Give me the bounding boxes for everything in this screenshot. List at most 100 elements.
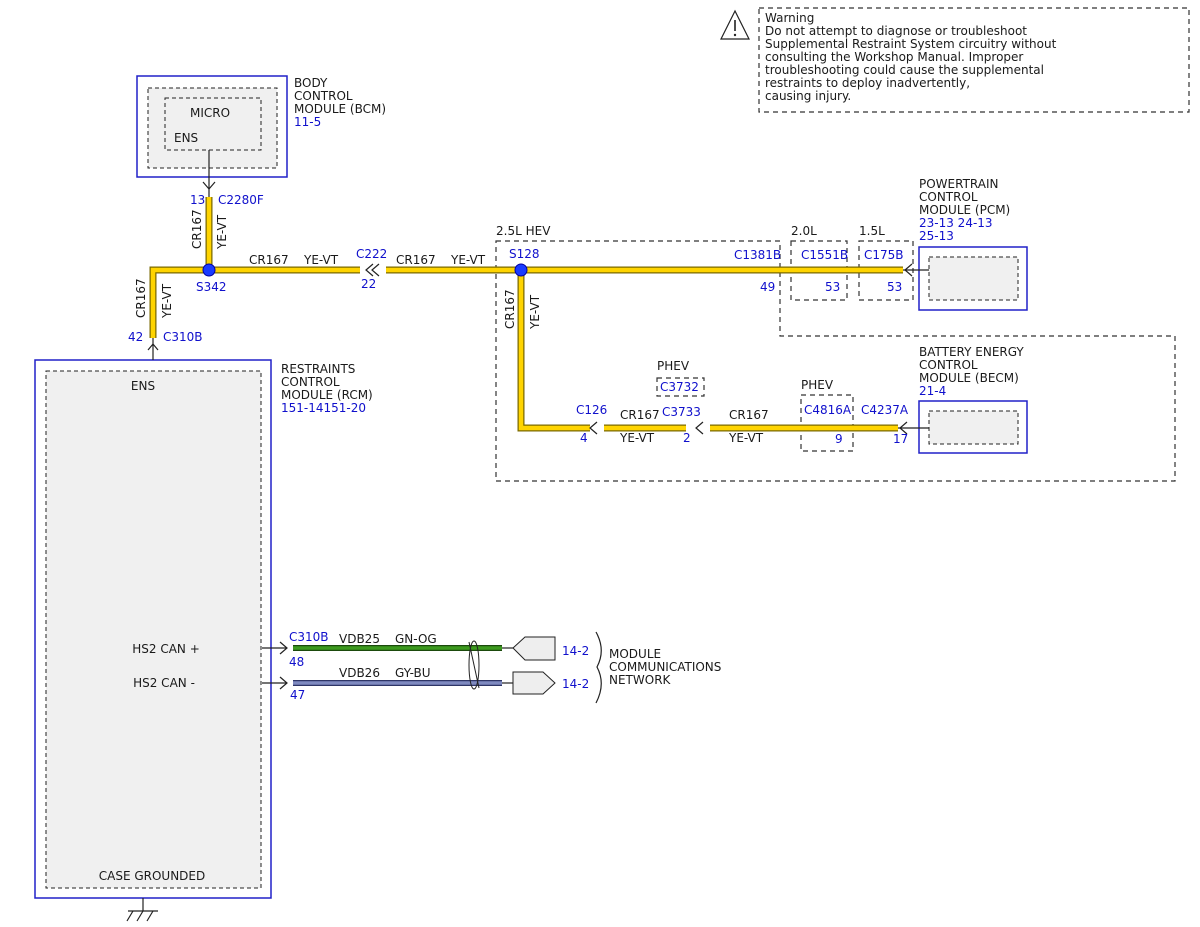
circuit-id-label: CR167 <box>503 289 517 329</box>
c1551b-label: C1551B <box>801 248 848 262</box>
warning-line: causing injury. <box>765 89 851 103</box>
network-label-line: NETWORK <box>609 673 672 687</box>
circuit-color-label: YE-VT <box>303 253 339 267</box>
c3733-pin: 2 <box>683 431 691 445</box>
warning-line: consulting the Workshop Manual. Improper <box>765 50 1023 64</box>
network-label-line: MODULE <box>609 647 661 661</box>
can-plus-ref: 14-2 <box>562 644 589 658</box>
rcm-ref: 151-14151-20 <box>281 401 366 415</box>
c4237a-pin: 17 <box>893 432 908 446</box>
warning-line: Supplemental Restraint System circuitry … <box>765 37 1057 51</box>
c1551b-pin: 53 <box>825 280 840 294</box>
warning-block: Warning Do not attempt to diagnose or tr… <box>720 7 1190 113</box>
bcm-name-line: MODULE (BCM) <box>294 102 386 116</box>
bcm-ens-label: ENS <box>174 131 198 145</box>
circuit-id-label: CR167 <box>620 408 660 422</box>
can-bus: C310B 48 VDB25 GN-OG 14-2 47 VDB26 GY-BU… <box>262 630 721 704</box>
circuit-color-label: YE-VT <box>619 431 655 445</box>
splice-s128 <box>514 263 528 277</box>
can-minus-ref: 14-2 <box>562 677 589 691</box>
variant-1-5l-label: 1.5L <box>859 224 885 238</box>
pcm-name-line: POWERTRAIN <box>919 177 999 191</box>
pcm-ref: 23-13 24-13 <box>919 216 993 230</box>
warning-line: restraints to deploy inadvertently, <box>765 76 970 90</box>
ground-icon <box>126 898 158 922</box>
brace-icon <box>595 631 602 704</box>
can-minus-circuit: VDB26 <box>339 666 380 680</box>
c175b-pin: 53 <box>887 280 902 294</box>
circuit-color-label: YE-VT <box>450 253 486 267</box>
c1381b-label: C1381B <box>734 248 781 262</box>
can-plus-color: GN-OG <box>395 632 437 646</box>
rcm-module: ENS HS2 CAN + HS2 CAN - CASE GROUNDED RE… <box>34 359 373 922</box>
bcm-ref: 11-5 <box>294 115 321 129</box>
c3733-label: C3733 <box>662 405 701 419</box>
can-plus-arrow-icon <box>512 636 556 661</box>
variant-2-0l-label: 2.0L <box>791 224 817 238</box>
rcm-connector: C310B <box>163 330 203 344</box>
c4816a-label: C4816A <box>804 403 852 417</box>
c222-pin: 22 <box>361 277 376 291</box>
can-connector: C310B <box>289 630 329 644</box>
phev-c3732-box <box>656 377 705 397</box>
cr167-wires <box>149 197 903 432</box>
circuit-color-label: YE-VT <box>728 431 764 445</box>
phev-label: PHEV <box>801 378 834 392</box>
pcm-module: POWERTRAIN CONTROL MODULE (PCM) 23-13 24… <box>918 177 1028 311</box>
warning-line: Do not attempt to diagnose or troublesho… <box>765 24 1027 38</box>
rcm-can-minus-label: HS2 CAN - <box>133 676 195 690</box>
rcm-can-plus-label: HS2 CAN + <box>132 642 200 656</box>
c3732-label: C3732 <box>660 380 699 394</box>
warning-line: troubleshooting could cause the suppleme… <box>765 63 1044 77</box>
can-minus-arrow-icon <box>512 671 556 695</box>
wire-labels: 13 C2280F CR167 YE-VT CR167 YE-VT 42 C31… <box>128 193 909 446</box>
bcm-connector: C2280F <box>218 193 264 207</box>
network-label-line: COMMUNICATIONS <box>609 660 721 674</box>
bcm-name-line: CONTROL <box>294 89 353 103</box>
circuit-id-label: CR167 <box>729 408 769 422</box>
bcm-module: MICRO ENS BODY CONTROL MODULE (BCM) 11-5 <box>136 75 386 178</box>
warning-box <box>758 7 1190 113</box>
c1381b-pin: 49 <box>760 280 775 294</box>
circuit-id-label: CR167 <box>396 253 436 267</box>
variant-hev-label: 2.5L HEV <box>496 224 551 238</box>
rcm-name-line: CONTROL <box>281 375 340 389</box>
circuit-id-label: CR167 <box>190 209 204 249</box>
c126-label: C126 <box>576 403 607 417</box>
twisted-pair-icon <box>468 640 480 690</box>
splice-s128-label: S128 <box>509 247 540 261</box>
splice-s342-label: S342 <box>196 280 227 294</box>
becm-name-line: CONTROL <box>919 358 978 372</box>
circuit-id-label: CR167 <box>249 253 289 267</box>
rcm-name-line: MODULE (RCM) <box>281 388 373 402</box>
bcm-name-line: BODY <box>294 76 328 90</box>
rcm-pin: 42 <box>128 330 143 344</box>
can-minus-color: GY-BU <box>395 666 431 680</box>
bcm-pin: 13 <box>190 193 205 207</box>
c126-pin: 4 <box>580 431 588 445</box>
becm-name-line: BATTERY ENERGY <box>919 345 1024 359</box>
can-plus-circuit: VDB25 <box>339 632 380 646</box>
becm-ref: 21-4 <box>919 384 946 398</box>
circuit-color-label: YE-VT <box>528 294 542 330</box>
rcm-ens-label: ENS <box>131 379 155 393</box>
splice-s342 <box>202 263 216 277</box>
circuit-id-label: CR167 <box>134 278 148 318</box>
c4816a-pin: 9 <box>835 432 843 446</box>
circuit-color-label: YE-VT <box>215 214 229 250</box>
pcm-name-line: CONTROL <box>919 190 978 204</box>
c4237a-label: C4237A <box>861 403 909 417</box>
becm-name-line: MODULE (BECM) <box>919 371 1019 385</box>
bcm-micro-label: MICRO <box>190 106 230 120</box>
circuit-color-label: YE-VT <box>160 283 174 319</box>
can-minus-pin: 47 <box>290 688 305 702</box>
rcm-case-label: CASE GROUNDED <box>99 869 206 883</box>
pcm-name-line: MODULE (PCM) <box>919 203 1010 217</box>
warning-triangle-icon <box>720 9 750 40</box>
warning-title: Warning <box>765 11 814 25</box>
hev-enclosure <box>495 240 1176 482</box>
c222-label: C222 <box>356 247 387 261</box>
variant-enclosures: 2.5L HEV 2.0L 1.5L PHEV PHEV <box>495 224 1176 482</box>
c175b-label: C175B <box>864 248 904 262</box>
